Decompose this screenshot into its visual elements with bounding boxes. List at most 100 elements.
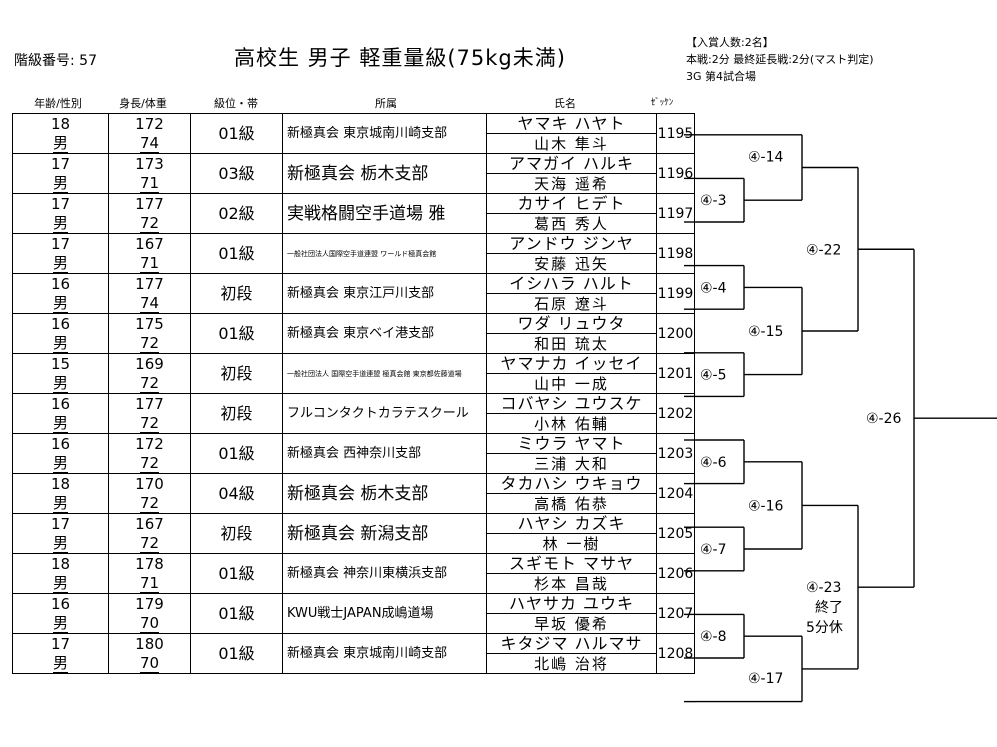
match-label: ④-6 bbox=[700, 455, 727, 471]
match-label: ④-15 bbox=[748, 324, 783, 340]
dojo: フルコンタクトカラテスクール bbox=[282, 393, 487, 434]
name-kana: ヤマナカ イッセイ bbox=[486, 353, 657, 374]
height: 175 bbox=[108, 313, 191, 334]
dojo: 一般社団法人 国際空手道連盟 極真会館 東京都佐藤道場 bbox=[282, 353, 487, 394]
bib-number: 1208 bbox=[656, 633, 695, 674]
class-number: 階級番号: 57 bbox=[14, 53, 97, 69]
bib-number: 1195 bbox=[656, 113, 695, 154]
sex: 男 bbox=[12, 133, 109, 154]
division-info: 【入賞人数:2名】 本戦:2分 最終延長戦:2分(マスト判定) 3G 第4試合場 bbox=[686, 34, 874, 85]
dojo: 新極真会 東京城南川崎支部 bbox=[282, 113, 487, 154]
match-label: ④-22 bbox=[806, 242, 841, 258]
bib-number: 1204 bbox=[656, 473, 695, 514]
dojo: 新極真会 東京城南川崎支部 bbox=[282, 633, 487, 674]
col-age-sex: 年齢/性別 bbox=[34, 97, 82, 110]
age: 17 bbox=[12, 153, 109, 174]
weight: 72 bbox=[108, 413, 191, 434]
division-title: 高校生 男子 軽重量級(75kg未満) bbox=[234, 46, 566, 70]
height: 172 bbox=[108, 113, 191, 134]
name-kana: スギモト マサヤ bbox=[486, 553, 657, 574]
age: 16 bbox=[12, 393, 109, 414]
name-kanji: 和田 琉太 bbox=[486, 333, 657, 354]
venue-court: 3G 第4試合場 bbox=[686, 70, 757, 83]
match-note: 終了 bbox=[815, 600, 843, 616]
height: 180 bbox=[108, 633, 191, 654]
height: 173 bbox=[108, 153, 191, 174]
name-kana: ヤマキ ハヤト bbox=[486, 113, 657, 134]
sex: 男 bbox=[12, 413, 109, 434]
col-name: 氏名 bbox=[554, 97, 576, 110]
age: 17 bbox=[12, 233, 109, 254]
rank: 初段 bbox=[190, 353, 283, 394]
name-kana: ワダ リュウタ bbox=[486, 313, 657, 334]
final-match-label: ④-26 bbox=[866, 411, 902, 427]
sex: 男 bbox=[12, 253, 109, 274]
age: 16 bbox=[12, 313, 109, 334]
bib-number: 1200 bbox=[656, 313, 695, 354]
dojo: 新極真会 西神奈川支部 bbox=[282, 433, 487, 474]
sex: 男 bbox=[12, 653, 109, 674]
bib-number: 1201 bbox=[656, 353, 695, 394]
weight: 71 bbox=[108, 253, 191, 274]
height: 167 bbox=[108, 233, 191, 254]
name-kanji: 山中 一成 bbox=[486, 373, 657, 394]
age: 16 bbox=[12, 593, 109, 614]
weight: 72 bbox=[108, 333, 191, 354]
name-kanji: 林 一樹 bbox=[486, 533, 657, 554]
weight: 70 bbox=[108, 653, 191, 674]
name-kana: アマガイ ハルキ bbox=[486, 153, 657, 174]
match-label: ④-5 bbox=[700, 368, 727, 384]
dojo: 新極真会 東京江戸川支部 bbox=[282, 273, 487, 314]
height: 178 bbox=[108, 553, 191, 574]
bib-number: 1203 bbox=[656, 433, 695, 474]
height: 177 bbox=[108, 193, 191, 214]
bib-number: 1198 bbox=[656, 233, 695, 274]
bib-number: 1199 bbox=[656, 273, 695, 314]
bib-number: 1205 bbox=[656, 513, 695, 554]
match-label: ④-8 bbox=[700, 629, 727, 645]
match-label: ④-23 bbox=[806, 580, 841, 596]
col-bib: ｾﾞｯｹﾝ bbox=[650, 98, 674, 108]
age: 18 bbox=[12, 473, 109, 494]
name-kanji: 石原 遼斗 bbox=[486, 293, 657, 314]
match-label: ④-17 bbox=[748, 671, 783, 687]
rank: 01級 bbox=[190, 633, 283, 674]
name-kana: アンドウ ジンヤ bbox=[486, 233, 657, 254]
name-kana: ハヤシ カズキ bbox=[486, 513, 657, 534]
dojo: 新極真会 栃木支部 bbox=[282, 153, 487, 194]
match-note: 5分休 bbox=[806, 620, 843, 636]
col-height-weight: 身長/体重 bbox=[119, 97, 167, 110]
match-label: ④-7 bbox=[700, 542, 727, 558]
sex: 男 bbox=[12, 213, 109, 234]
age: 17 bbox=[12, 513, 109, 534]
sex: 男 bbox=[12, 573, 109, 594]
weight: 71 bbox=[108, 573, 191, 594]
dojo: 一般社団法人国際空手道連盟 ワールド極真会館 bbox=[282, 233, 487, 274]
match-label: ④-16 bbox=[748, 498, 784, 514]
name-kanji: 安藤 迅矢 bbox=[486, 253, 657, 274]
rank: 01級 bbox=[190, 553, 283, 594]
height: 177 bbox=[108, 393, 191, 414]
match-label: ④-14 bbox=[748, 150, 784, 166]
bib-number: 1196 bbox=[656, 153, 695, 194]
prize-count: 【入賞人数:2名】 bbox=[686, 36, 774, 49]
name-kanji: 北嶋 治将 bbox=[486, 653, 657, 674]
name-kanji: 天海 遥希 bbox=[486, 173, 657, 194]
